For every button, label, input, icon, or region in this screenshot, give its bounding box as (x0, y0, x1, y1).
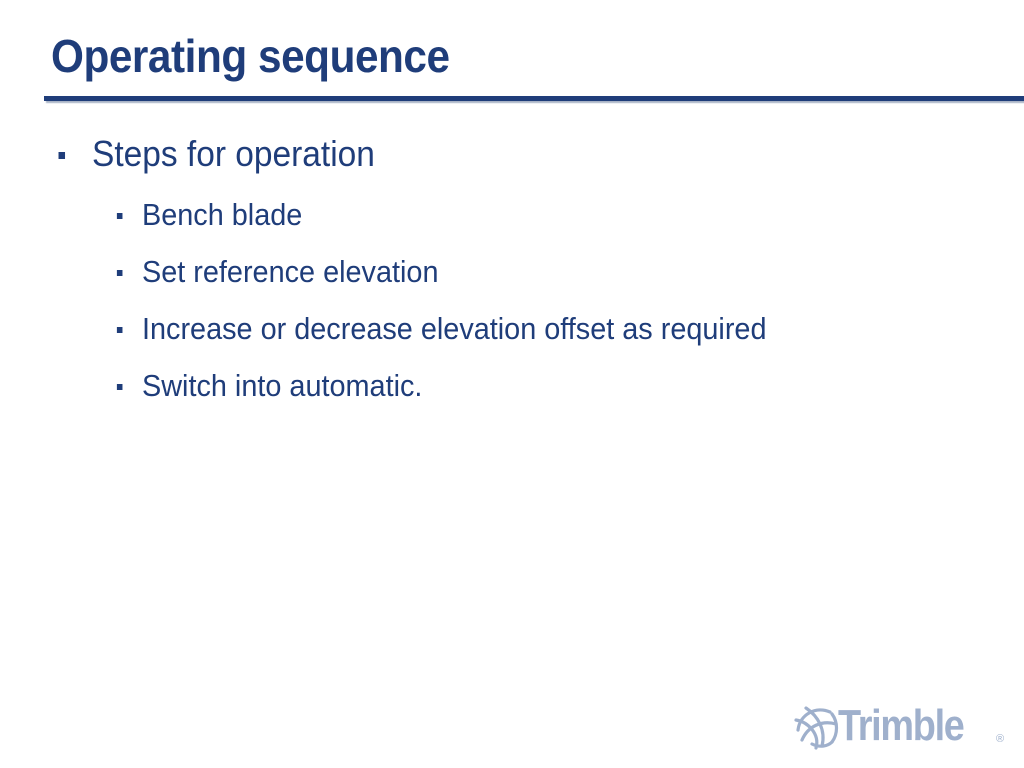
bullet-text: Steps for operation (92, 133, 375, 174)
bullet-item-level1: Steps for operation (58, 132, 375, 176)
sub-bullet-text: Set reference elevation (142, 254, 439, 289)
trimble-logo: Trimble ® (792, 700, 1012, 752)
slide-title: Operating sequence (51, 30, 450, 82)
sub-bullet-item: Set reference elevation (116, 253, 439, 291)
square-bullet-icon (116, 384, 123, 390)
title-divider (44, 96, 1024, 101)
sub-bullet-text: Bench blade (142, 197, 303, 232)
square-bullet-icon (58, 152, 66, 159)
logo-wordmark: Trimble (838, 701, 965, 750)
square-bullet-icon (116, 327, 123, 333)
square-bullet-icon (116, 270, 123, 276)
sub-bullet-item: Bench blade (116, 196, 303, 234)
sub-bullet-text: Switch into automatic. (142, 368, 423, 403)
sub-bullet-item: Switch into automatic. (116, 367, 423, 405)
square-bullet-icon (116, 213, 123, 219)
sub-bullet-text: Increase or decrease elevation offset as… (142, 311, 767, 346)
trimble-globe-icon (794, 706, 839, 750)
registered-mark: ® (996, 733, 1005, 745)
sub-bullet-item: Increase or decrease elevation offset as… (116, 310, 767, 348)
